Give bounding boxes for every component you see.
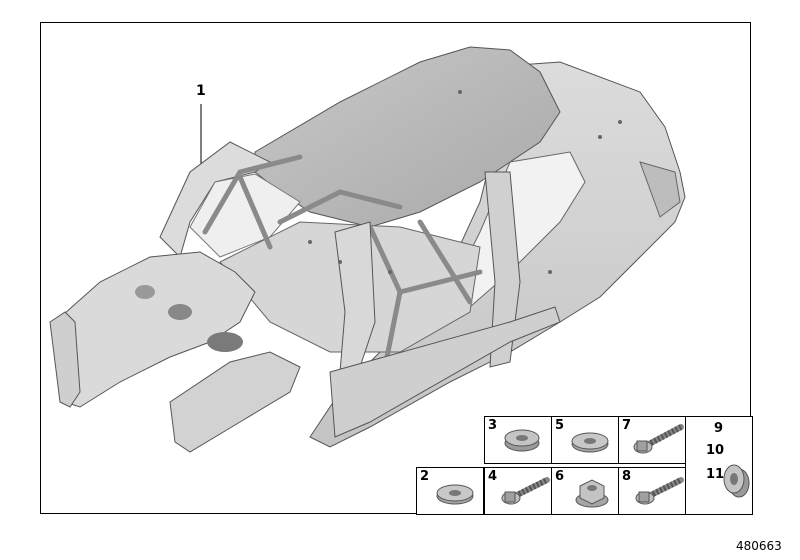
part-7-cell: 7: [618, 416, 686, 464]
hex-bolt-with-washer-icon: [635, 477, 684, 505]
flange-hex-nut-icon: [575, 479, 609, 508]
part-2-cell: 2: [416, 467, 484, 515]
document-number: 480663: [736, 539, 782, 553]
hex-bolt-with-washer-icon: [633, 424, 684, 454]
part-7-label: 7: [622, 418, 632, 433]
spacer-ring-icon: [504, 429, 540, 452]
part-3-label: 3: [488, 418, 498, 433]
car-body-illustration: [49, 46, 686, 453]
part-8-label: 8: [622, 469, 632, 484]
part-6-label: 6: [555, 469, 565, 484]
part-8-cell: 8: [618, 467, 686, 515]
flat-washer-icon: [571, 432, 609, 453]
thick-spacer-washer-icon: [723, 464, 750, 498]
part-2-label: 2: [420, 469, 430, 484]
part-6-cell: 6: [551, 467, 619, 515]
part-5-label: 5: [555, 418, 565, 433]
part-9-11-cell: 9 10 11: [685, 416, 753, 515]
part-3-cell: 3: [484, 416, 552, 464]
hex-bolt-with-washer-icon: [501, 477, 550, 505]
hardware-parts-grid: 3 5 7 9 10 11 2: [416, 416, 753, 515]
part-9-label: 9: [714, 421, 724, 436]
part-5-cell: 5: [551, 416, 619, 464]
part-11-label: 11: [706, 467, 725, 482]
part-10-label: 10: [706, 443, 725, 458]
part-4-cell: 4: [484, 467, 552, 515]
flat-washer-icon: [436, 484, 474, 505]
part-1-callout: 1: [196, 83, 206, 99]
part-4-label: 4: [488, 469, 498, 484]
